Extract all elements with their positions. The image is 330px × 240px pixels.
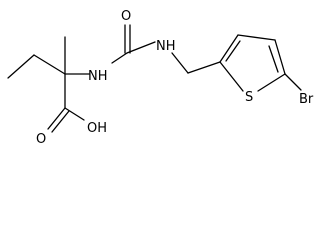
bond-ring-c4-c5-inner bbox=[268, 45, 279, 73]
bond-nh-left-urea-c bbox=[111, 52, 128, 64]
molecule-structure: O NH NH OH O S Br bbox=[7, 9, 314, 145]
atom-label-sulfur: S bbox=[245, 90, 253, 105]
bond-urea-c-nh-right bbox=[126, 41, 156, 54]
bond-ring-c5-s bbox=[257, 73, 286, 92]
bond-c5-bromine bbox=[284, 73, 302, 91]
bond-nh-right-ch2 bbox=[171, 52, 189, 74]
atom-label-nh-left: NH bbox=[88, 69, 108, 84]
bond-carboxyl-c-o-double-a bbox=[47, 107, 66, 130]
bond-ring-c2-c3 bbox=[219, 34, 239, 63]
bond-carboxyl-c-o-single bbox=[64, 107, 85, 121]
bond-carboxyl-c-o-double-b bbox=[51, 110, 70, 133]
atom-label-hydroxyl: OH bbox=[87, 121, 107, 136]
atom-label-bromine: Br bbox=[299, 92, 314, 107]
bond-ch2-thiophene bbox=[187, 61, 221, 74]
atom-label-urea-oxygen: O bbox=[121, 9, 131, 24]
bond-ring-c2-c3-inner bbox=[225, 40, 241, 62]
atom-label-acid-oxygen: O bbox=[36, 132, 46, 145]
bond-ring-c3-c4 bbox=[237, 34, 276, 41]
atom-label-nh-right: NH bbox=[156, 39, 176, 54]
bond-ethyl-terminal bbox=[7, 54, 35, 79]
bond-ring-c4-c5 bbox=[274, 39, 286, 75]
bond-ring-s-c2 bbox=[219, 61, 244, 92]
bond-ethyl-ch2-quat bbox=[33, 54, 66, 75]
